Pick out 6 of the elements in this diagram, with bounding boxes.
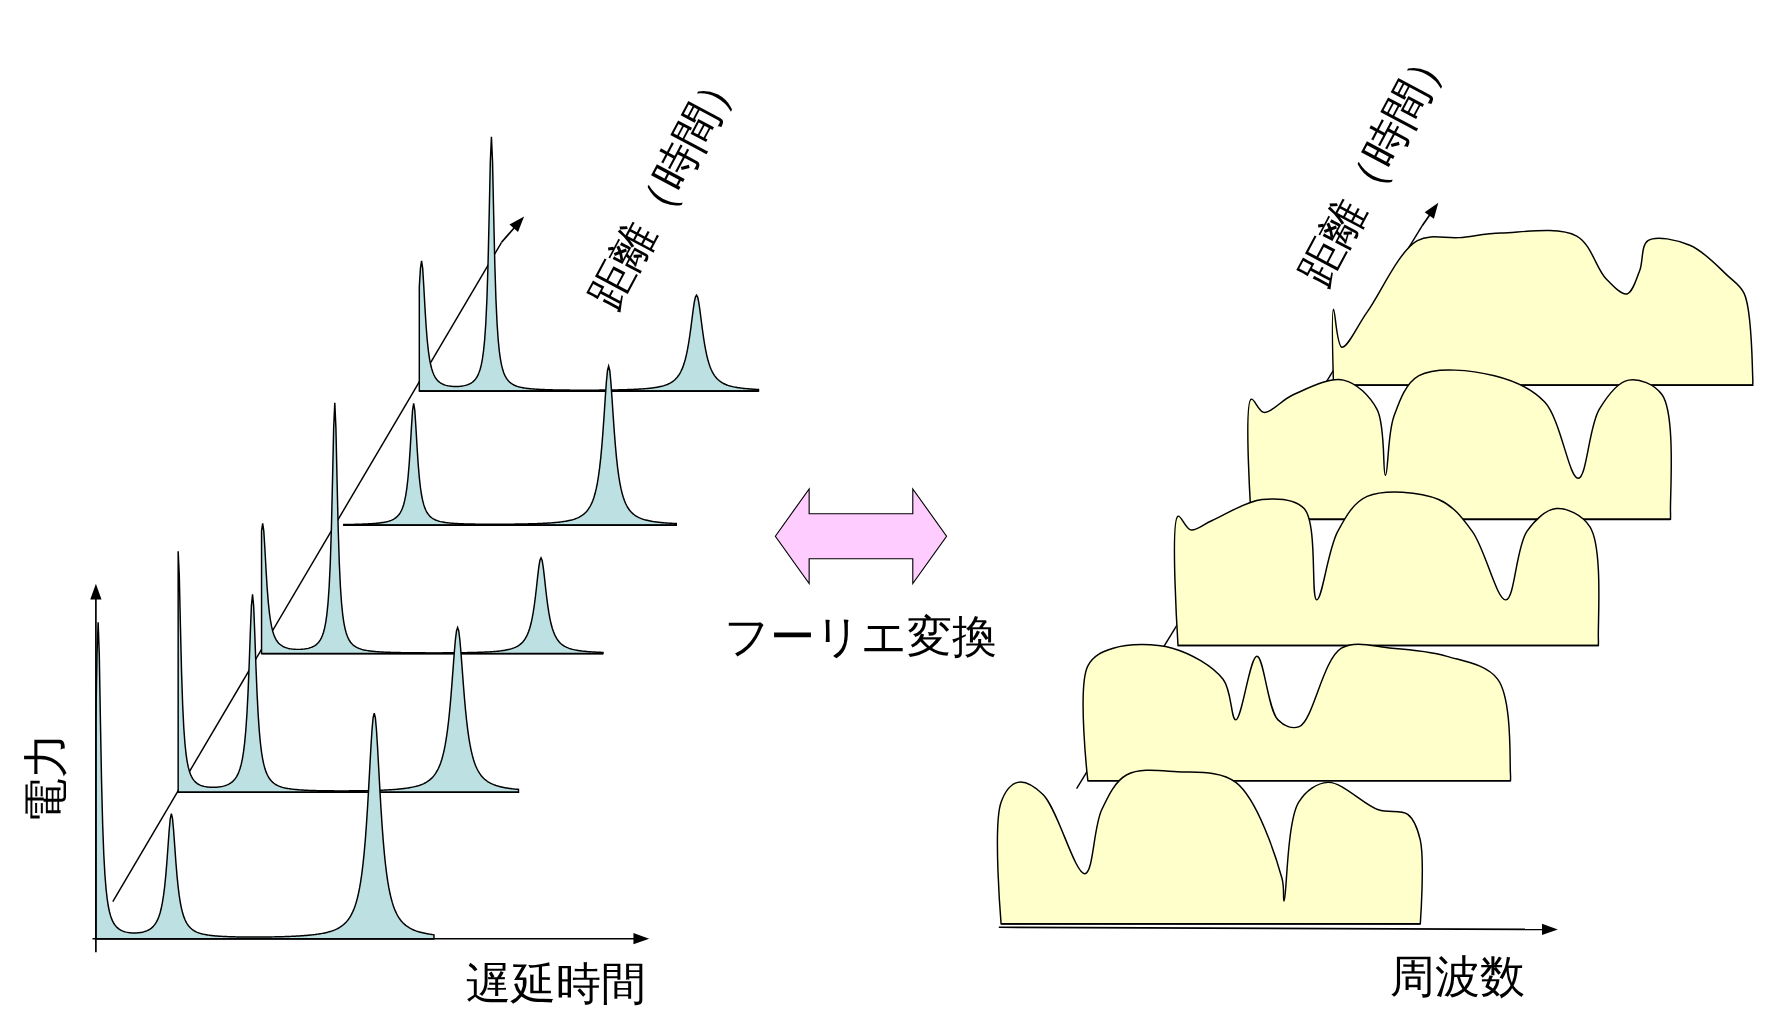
axis-label: 距離（時間）	[581, 56, 749, 316]
double-block-arrow	[774, 487, 948, 586]
axis-label: 遅延時間	[465, 960, 646, 1006]
axis-label: 電力	[22, 732, 68, 823]
edge-label: フーリエ変換	[724, 614, 998, 660]
axis-label: 距離（時間）	[1291, 33, 1459, 294]
